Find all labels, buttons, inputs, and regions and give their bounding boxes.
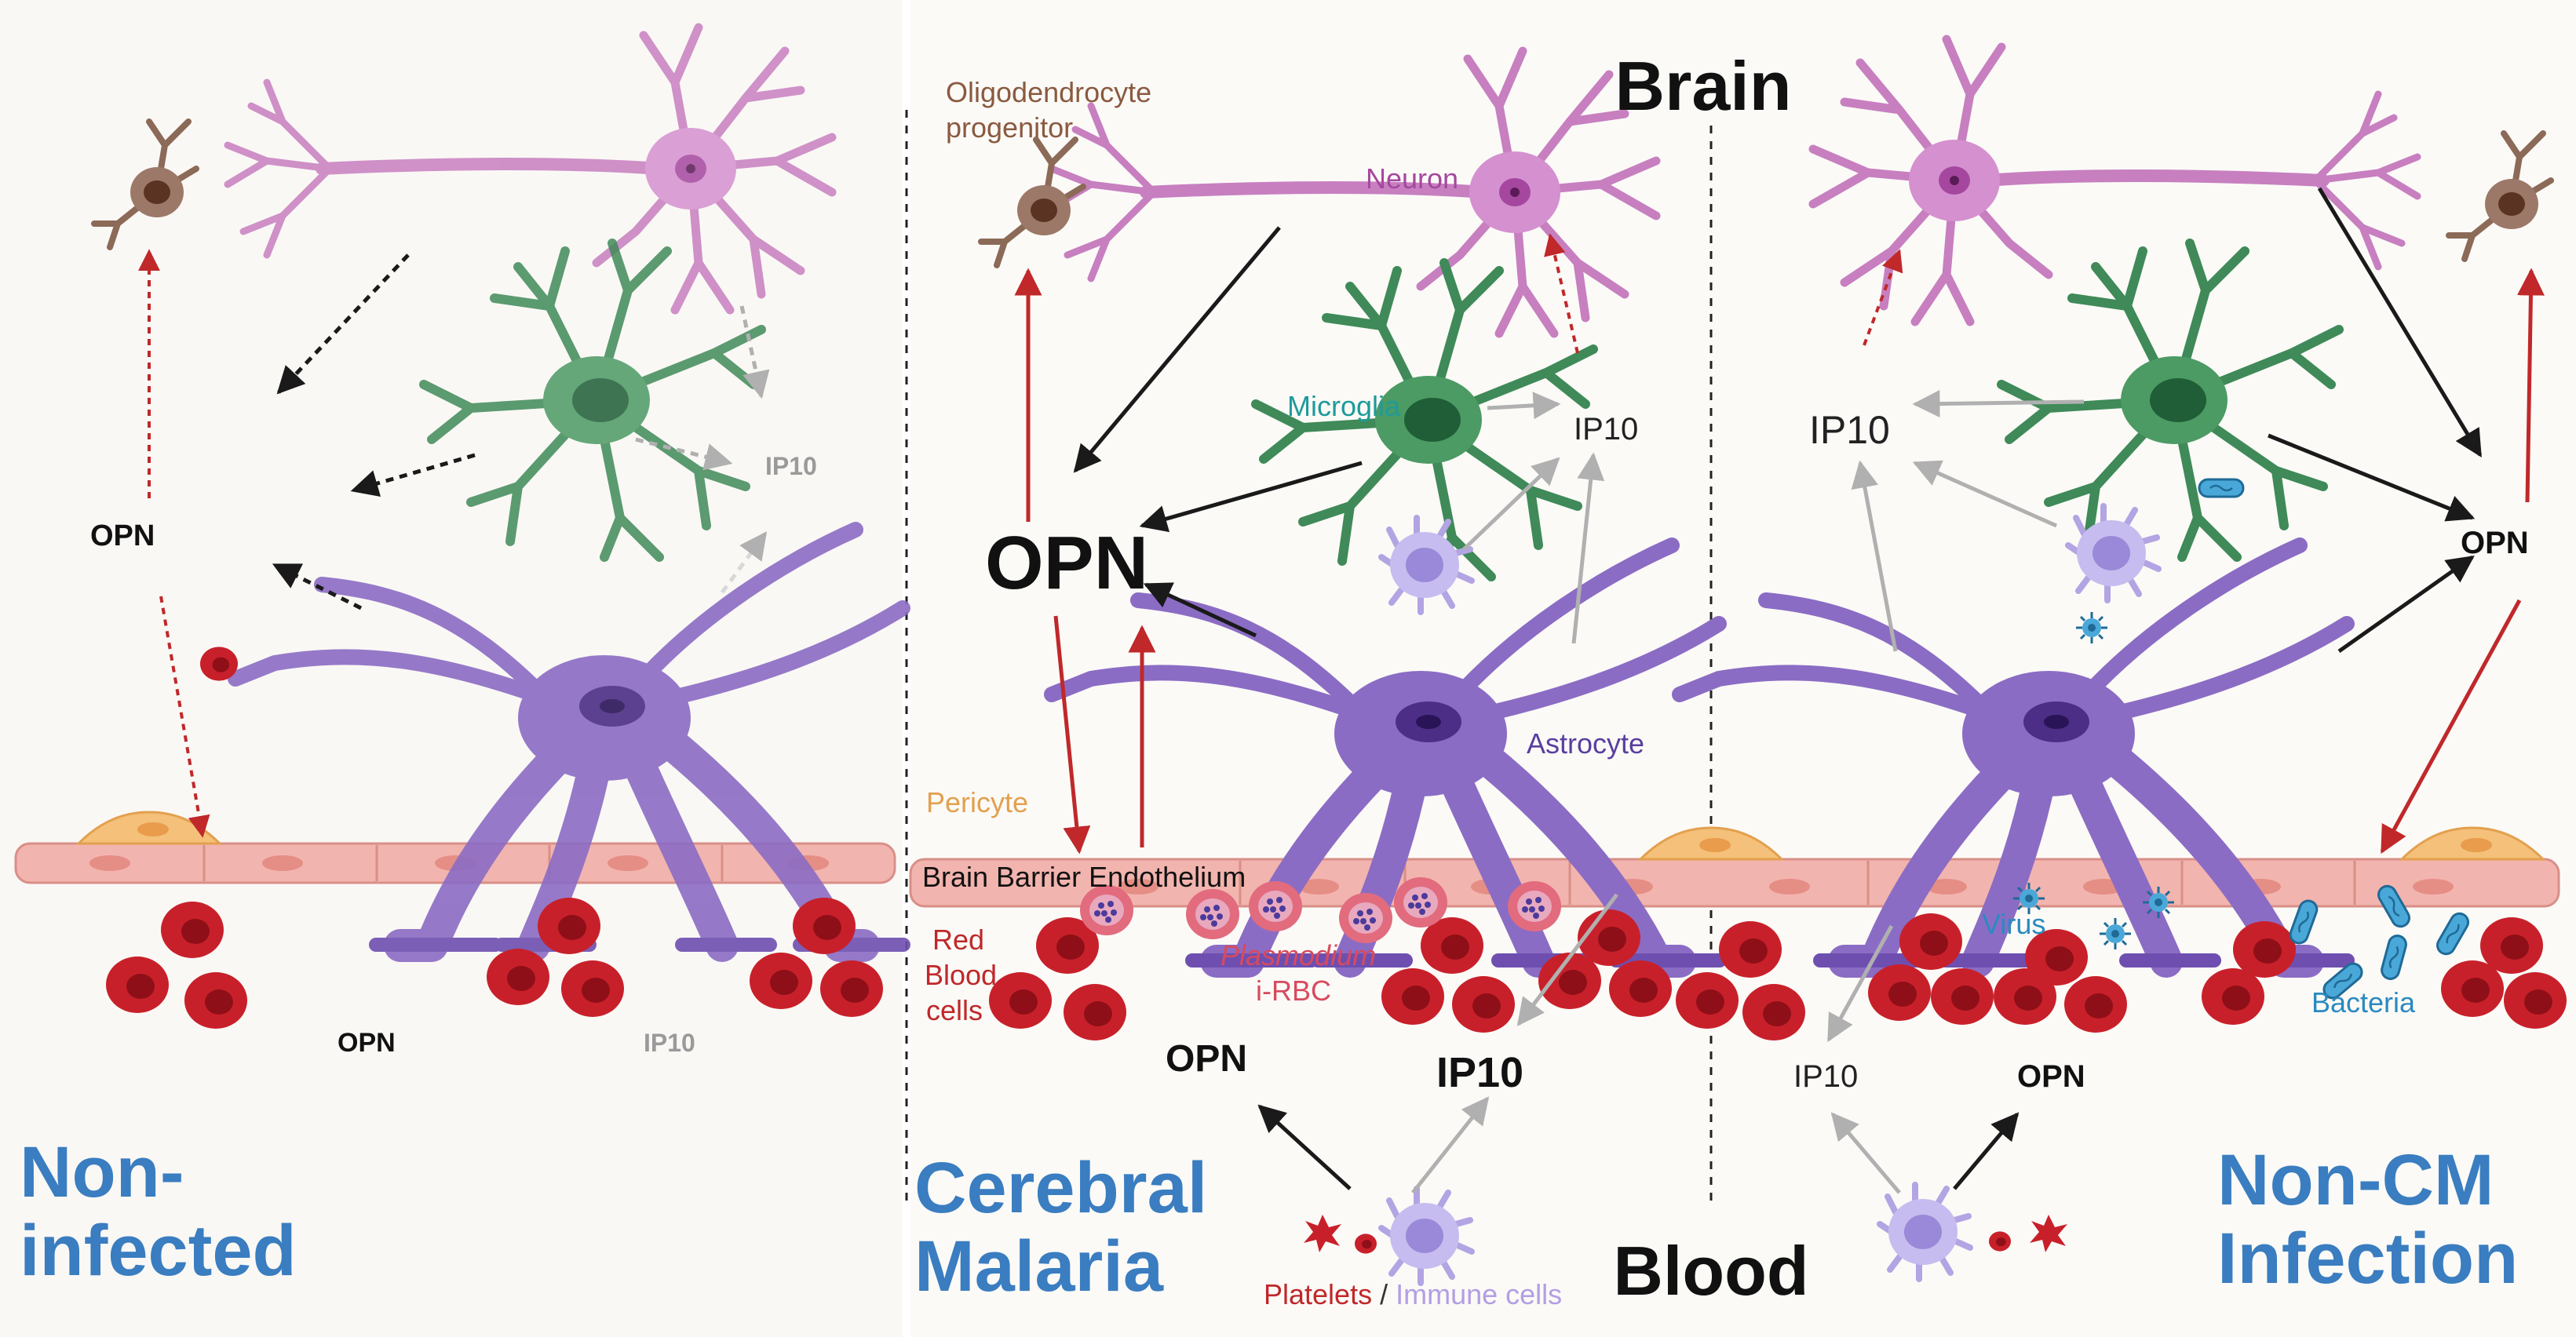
label-slash: /	[1372, 1278, 1396, 1310]
label-immune-cells: Immune cells	[1396, 1278, 1562, 1310]
virus-brain	[2074, 610, 2109, 645]
panel-title-noncm-1: Non-CM	[2217, 1140, 2494, 1220]
panel-title-non-infected-2: infected	[20, 1211, 297, 1291]
label-rbc-2: Blood	[925, 959, 997, 991]
label-pericyte: Pericyte	[926, 786, 1028, 818]
ip10-noncm-blood: IP10	[1793, 1059, 1858, 1094]
arrows-non-infected	[138, 249, 770, 838]
label-platelets-immune: Platelets / Immune cells	[1264, 1278, 1562, 1310]
ip10-cm-blood: IP10	[1436, 1049, 1523, 1096]
opn-cm-blood: OPN	[1166, 1038, 1247, 1080]
ip10-noncm-brain: IP10	[1809, 408, 1890, 452]
arrows-cerebral-malaria	[1014, 226, 1618, 1194]
bacteria-brain	[2198, 478, 2245, 498]
opn-cm-brain: OPN	[985, 521, 1148, 605]
label-astrocyte: Astrocyte	[1527, 727, 1644, 760]
label-neuron: Neuron	[1366, 162, 1458, 195]
small-rbc-noncm	[1989, 1231, 2011, 1252]
label-endothelium: Brain Barrier Endothelium	[922, 861, 1246, 893]
ip10-non-infected-brain: IP10	[765, 452, 817, 480]
opn-noncm-blood: OPN	[2017, 1059, 2085, 1094]
panel-title-noncm-2: Infection	[2217, 1219, 2518, 1299]
opn-non-infected-blood: OPN	[338, 1028, 396, 1058]
label-rbc-3: cells	[926, 994, 983, 1026]
label-plasmodium: Plasmodium	[1220, 939, 1376, 971]
label-platelets: Platelets	[1264, 1278, 1372, 1310]
ip10-cm-brain: IP10	[1574, 412, 1638, 446]
label-bacteria: Bacteria	[2311, 986, 2416, 1019]
opn-non-infected-brain: OPN	[90, 519, 155, 552]
panel-title-cm-2: Malaria	[914, 1226, 1164, 1306]
label-oligodendrocyte-2: progenitor	[946, 111, 1073, 144]
title-blood: Blood	[1613, 1232, 1808, 1310]
small-rbc-cm	[1355, 1234, 1377, 1254]
ip10-non-infected-blood: IP10	[644, 1029, 695, 1057]
panel-title-cm-1: Cerebral	[914, 1148, 1207, 1228]
label-microglia: Microglia	[1287, 390, 1401, 422]
label-irbc: i-RBC	[1256, 975, 1331, 1007]
opn-noncm-brain: OPN	[2461, 526, 2529, 560]
panel-title-non-infected-1: Non-	[20, 1132, 184, 1212]
label-rbc-1: Red	[932, 924, 984, 956]
label-oligodendrocyte-1: Oligodendrocyte	[946, 76, 1151, 108]
title-brain: Brain	[1615, 47, 1792, 125]
arrows-non-cm	[1826, 187, 2545, 1194]
label-virus: Virus	[1982, 908, 2045, 940]
